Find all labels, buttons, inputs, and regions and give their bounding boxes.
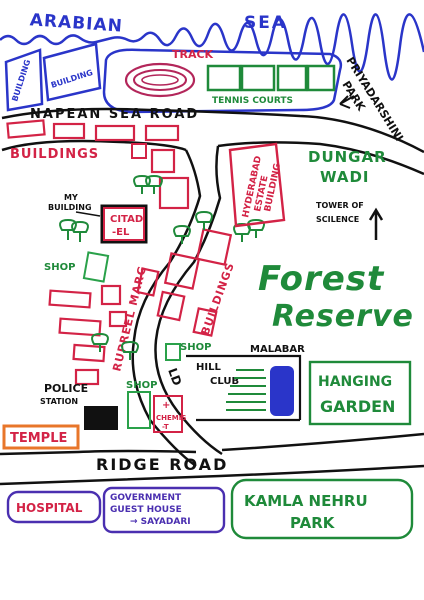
- svg-text:HANGING: HANGING: [318, 374, 392, 390]
- svg-text:GOVERNMENT: GOVERNMENT: [110, 493, 182, 503]
- tennis-courts-label: TENNIS COURTS: [212, 96, 293, 106]
- forest-reserve-label: Forest: [258, 259, 385, 299]
- station-label: STATION: [40, 397, 78, 406]
- svg-text:KAMLA NEHRU: KAMLA NEHRU: [244, 492, 368, 510]
- shop-bottom: [127, 391, 151, 429]
- ld-road-label: LD: [165, 366, 184, 387]
- buildings-top-row: [6, 119, 180, 142]
- buildings-top-label: BUILDINGS: [10, 147, 99, 162]
- my-building-label-2: BUILDING: [48, 203, 92, 212]
- citadel-building: CITAD -EL: [100, 204, 148, 244]
- police-station: [84, 406, 118, 430]
- buildings-left: [48, 284, 128, 386]
- svg-text:BUILDING: BUILDING: [50, 68, 94, 90]
- svg-text:BUILDING: BUILDING: [10, 58, 32, 102]
- golf-greens: [226, 369, 266, 411]
- svg-text:+: +: [162, 400, 170, 411]
- svg-text:-EL: -EL: [112, 227, 130, 238]
- buildings-mid-label: BUILDINGS: [199, 260, 237, 337]
- my-building-label: MY: [64, 193, 78, 202]
- ridge-road-label: RIDGE ROAD: [96, 455, 228, 474]
- tree-forest: [195, 210, 213, 230]
- dungar-wadi-label-2: WADI: [320, 168, 370, 186]
- government-guest-house: GOVERNMENT GUEST HOUSE → SAYADARI: [102, 486, 226, 534]
- napean-sea-road-label: NAPEAN SEA ROAD: [30, 107, 199, 122]
- hanging-garden: HANGING GARDEN: [308, 360, 412, 426]
- trees-left: [91, 332, 139, 360]
- tree-my-building: [59, 218, 89, 242]
- track-label: TRACK: [172, 48, 214, 61]
- temple: TEMPLE: [2, 424, 80, 450]
- tower-of-silence-arrow: [368, 207, 384, 240]
- hyderabad-estate-building: HYDERABAD ESTATE BUILDING: [228, 142, 286, 228]
- sea-label-sea: SEA: [244, 13, 287, 33]
- sea-label-arabian: ARABIAN: [29, 10, 123, 36]
- ridge-road-bottom: [0, 464, 424, 486]
- rupreel-marg-road-right: [154, 145, 223, 456]
- dungar-wadi-label: DUNGAR: [308, 148, 387, 166]
- shop-left-label: SHOP: [44, 262, 75, 273]
- tower-of-silence-label: TOWER OF: [316, 201, 364, 210]
- hill-label: HILL: [196, 362, 221, 373]
- chemist: + CHEMIS -T: [153, 395, 186, 433]
- svg-text:CHEMIS: CHEMIS: [156, 414, 186, 422]
- forest-reserve-label-2: Reserve: [272, 299, 414, 334]
- tower-of-silence-label-2: SCILENCE: [316, 215, 359, 224]
- shop-bottom-label: SHOP: [126, 380, 157, 391]
- malabar-pool: [270, 366, 294, 416]
- shop-left: [82, 251, 110, 283]
- svg-text:GUEST HOUSE: GUEST HOUSE: [110, 505, 182, 515]
- svg-text:TEMPLE: TEMPLE: [10, 431, 67, 446]
- tree-group-top: [133, 174, 163, 194]
- sea-coastline: [0, 13, 424, 81]
- police-label: POLICE: [44, 382, 88, 395]
- coast-building-1: BUILDING: [4, 48, 44, 112]
- priyadarshini-arrow: [339, 95, 355, 109]
- napean-sea-road: [1, 107, 424, 154]
- kamla-nehru-park: KAMLA NEHRU PARK: [230, 478, 414, 540]
- ridge-road-top: [0, 432, 424, 456]
- running-track: [124, 62, 196, 98]
- svg-text:PARK: PARK: [290, 514, 336, 532]
- svg-text:HOSPITAL: HOSPITAL: [16, 501, 83, 515]
- shop-center-label: SHOP: [180, 342, 211, 353]
- hospital: HOSPITAL: [6, 490, 102, 524]
- svg-text:CITAD: CITAD: [110, 214, 143, 225]
- buildings-center: [136, 228, 233, 337]
- club-label: CLUB: [210, 376, 239, 387]
- shop-center: [165, 343, 181, 361]
- svg-text:→ SAYADARI: → SAYADARI: [130, 517, 191, 527]
- malabar-label: MALABAR: [250, 344, 305, 355]
- tennis-courts: [206, 64, 336, 92]
- svg-text:GARDEN: GARDEN: [320, 397, 395, 416]
- coast-building-2: BUILDING: [42, 42, 102, 102]
- malabar-hill-boundary: [186, 354, 302, 422]
- svg-text:-T: -T: [162, 423, 169, 431]
